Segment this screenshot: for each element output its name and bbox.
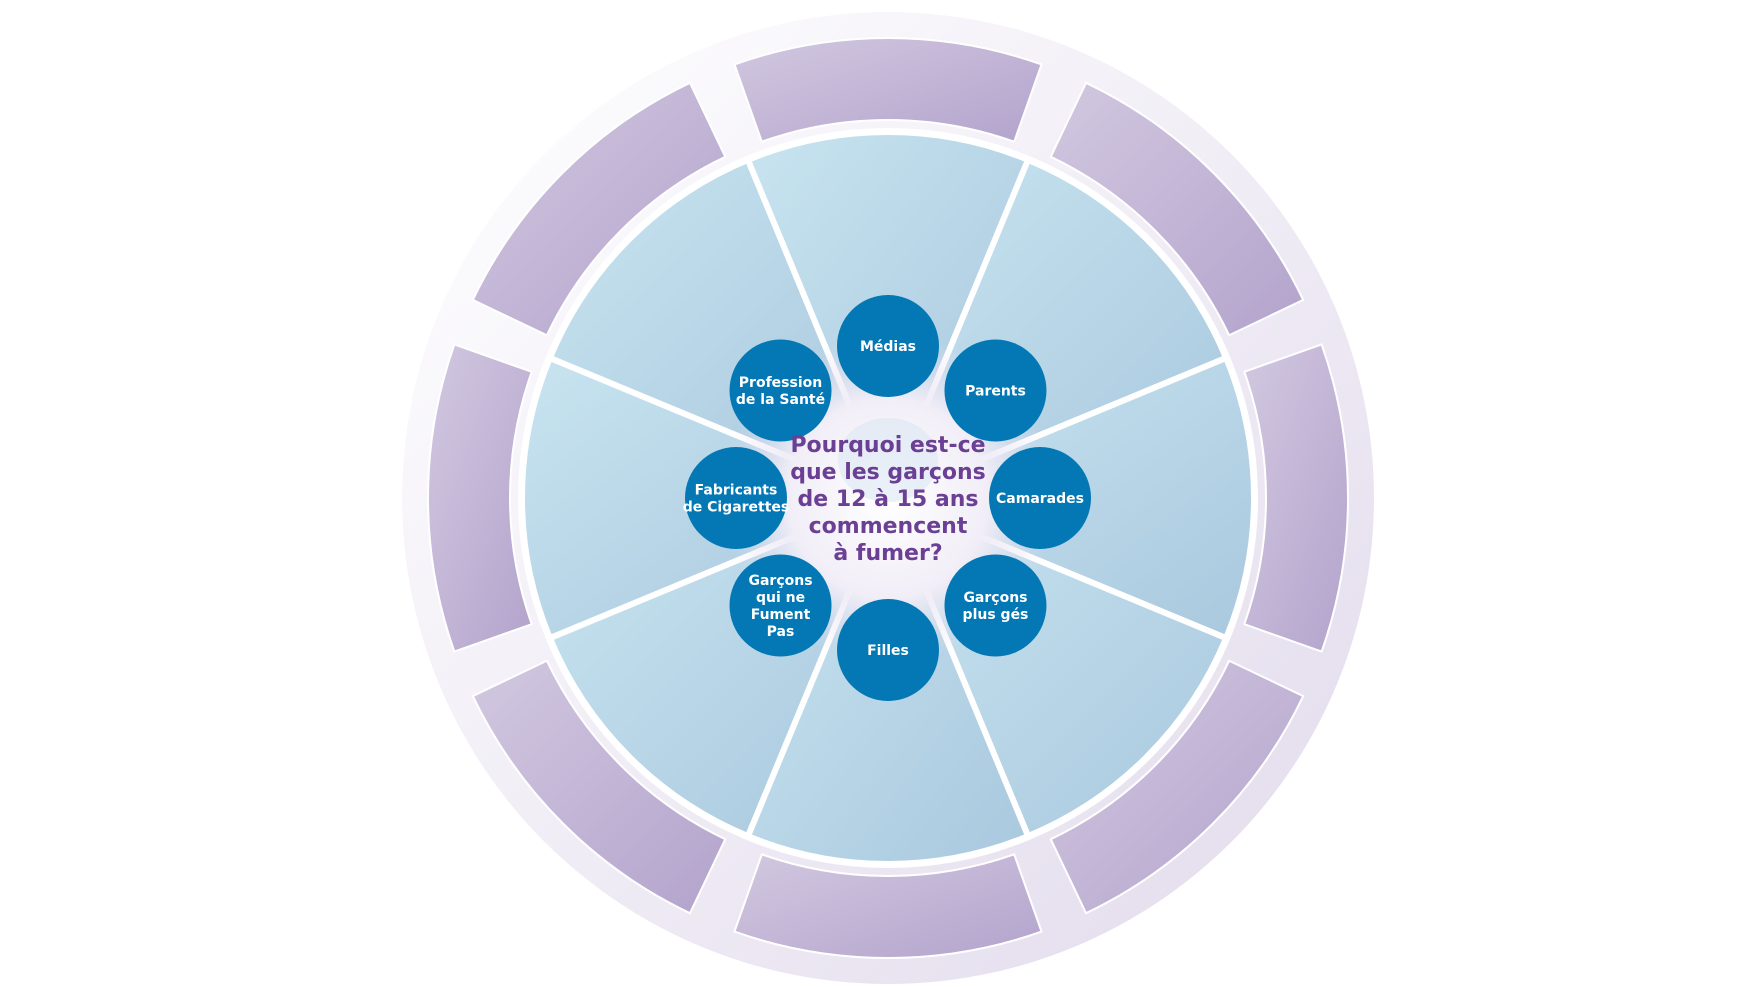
outer-ring-segment [427,343,533,653]
outer-ring-segment [471,81,727,337]
node-label: Parents [965,384,1026,400]
node-filles: Filles [837,599,939,701]
node-circle [729,554,832,657]
node-circle [989,447,1091,549]
inner-ring [518,128,1258,868]
node-camarades: Camarades [989,447,1091,549]
outer-ring-segment [1243,343,1350,653]
node-parents: Parents [944,339,1047,442]
outer-ring-segment [1049,659,1305,915]
node-label: Médias [860,339,916,355]
node-circle [837,599,939,701]
outer-ring-segment [733,37,1043,143]
center-watermark [838,418,938,502]
node-medias: Médias [837,295,939,397]
outer-ring-segment [471,659,727,915]
outer-ring-segment [1049,81,1305,337]
node-circle [837,295,939,397]
node-circle [685,447,787,549]
outer-ring [427,37,1350,959]
node-label: Camarades [996,491,1084,507]
node-circle [729,339,832,442]
node-circle [944,554,1047,657]
outer-ring-segment [733,853,1043,959]
node-circle [944,339,1047,442]
node-label: Filles [867,643,909,659]
